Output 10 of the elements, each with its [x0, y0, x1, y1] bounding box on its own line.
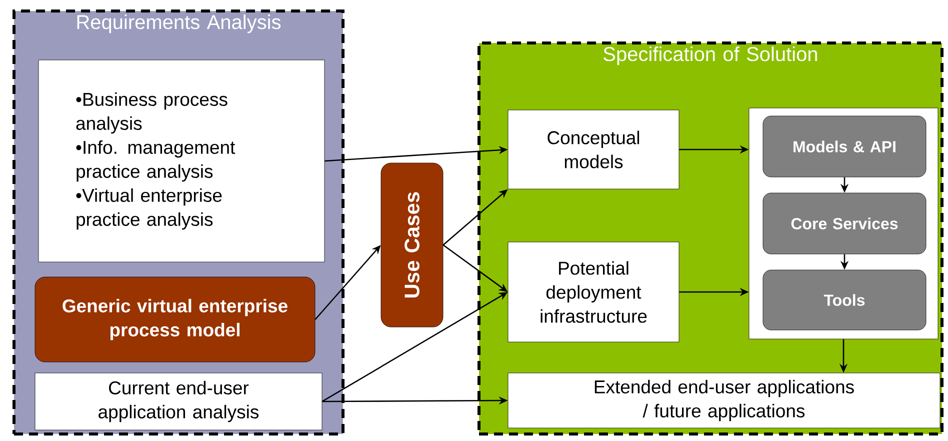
- component-box: Models & API: [762, 116, 926, 178]
- process-box: Extended end-user applications / future applications: [508, 372, 940, 428]
- process-box: Potential deployment infrastructure: [508, 242, 680, 342]
- process-box: Generic virtual enterprise process model: [34, 276, 316, 362]
- process-box: Conceptual models: [508, 110, 680, 190]
- component-box: Tools: [762, 270, 926, 330]
- process-box: Current end-user application analysis: [34, 372, 322, 430]
- use-case-box: Use Cases: [380, 162, 444, 328]
- text-box: •Business process analysis •Info. management practice analysis •Virtual enterprise practice analysis: [38, 60, 325, 262]
- component-box: Core Services: [762, 192, 926, 254]
